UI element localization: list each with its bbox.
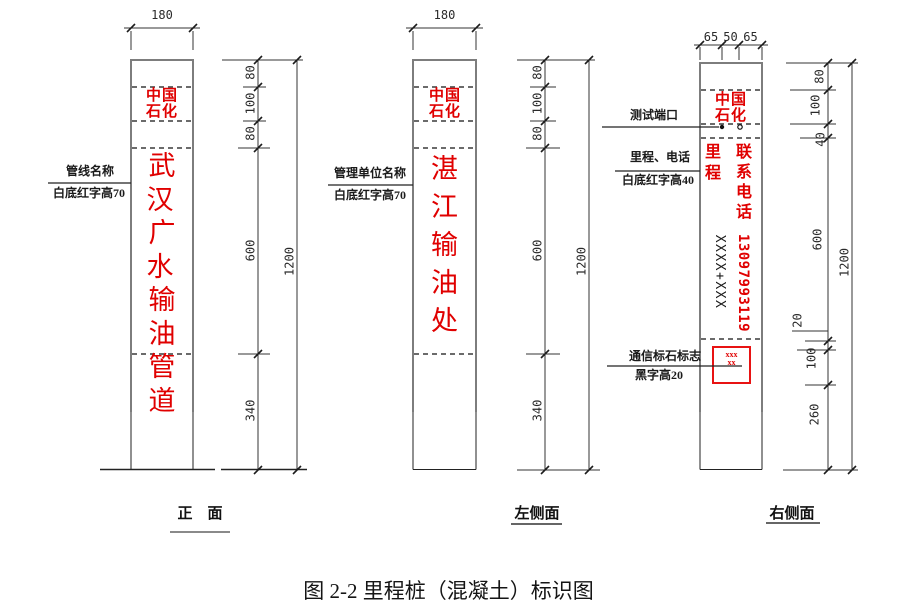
left-dim-total: 1200 — [574, 247, 589, 276]
figure-caption: 图 2-2 里程桩（混凝土）标识图 — [303, 579, 594, 603]
name-row: 油 — [148, 318, 176, 349]
logo-line2: 石化 — [145, 104, 178, 120]
left-view-title: 左侧面 — [514, 506, 560, 522]
marker-box-line1: xxx — [725, 350, 738, 359]
name-row: 输 — [148, 285, 176, 315]
name-row: 湛 — [431, 154, 458, 184]
phone-number: 13097993119 — [735, 233, 751, 333]
right-dim-100a: 100 — [808, 94, 823, 117]
right-dim-total: 1200 — [837, 248, 852, 277]
left-dim-100: 100 — [530, 92, 545, 115]
comm-marker-label-line2: 黑字高20 — [634, 368, 683, 382]
mileage-text: 里程 — [705, 144, 722, 182]
left-dim-600: 600 — [530, 239, 545, 262]
contact-text: 联系电话 — [736, 144, 753, 221]
logo-line1: 中国 — [714, 92, 747, 108]
front-dim-total: 1200 — [282, 247, 297, 276]
mileage-value: XXXX+XXX — [712, 234, 727, 310]
logo-line2: 石化 — [428, 104, 461, 120]
left-label-line2: 白底红字高70 — [333, 188, 406, 202]
mileage-phone-label-line1: 里程、电话 — [629, 150, 690, 164]
front-width-dim: 180 — [151, 8, 173, 22]
front-pipeline-name: 武汉 广水 输 油 管 道 — [131, 150, 193, 418]
front-label-line1: 管线名称 — [65, 164, 114, 178]
test-port-label: 测试端口 — [629, 108, 678, 122]
name-row: 输 — [431, 230, 458, 260]
right-top-dim-50: 50 — [723, 30, 738, 44]
comm-marker-label-line1: 通信标石标志 — [628, 349, 701, 363]
right-dim-20: 20 — [790, 313, 805, 328]
name-row: 武汉 — [146, 151, 180, 215]
right-dim-100b: 100 — [804, 347, 819, 370]
name-row: 油 — [431, 268, 458, 298]
front-view-title: 正 面 — [177, 506, 223, 522]
front-dim-100: 100 — [243, 92, 258, 115]
logo-line1: 中国 — [145, 88, 178, 104]
logo-line1: 中国 — [428, 88, 461, 104]
front-label-line2: 白底红字高70 — [52, 186, 125, 200]
mileage-phone-label-line2: 白底红字高40 — [621, 173, 694, 187]
left-unit-name: 湛 江 输 油 处 — [413, 150, 476, 340]
name-row: 处 — [431, 306, 458, 336]
left-dim-80a: 80 — [530, 65, 545, 80]
left-label-line1: 管理单位名称 — [333, 166, 406, 180]
name-row: 江 — [431, 192, 458, 222]
name-row: 道 — [148, 385, 176, 416]
left-sinopec-logo: 中国 石化 — [414, 88, 476, 120]
name-row: 广水 — [146, 218, 180, 282]
front-dim-80b: 80 — [243, 126, 258, 141]
marker-box-text: xxx xx — [714, 351, 749, 366]
right-top-dim-65a: 65 — [703, 30, 719, 44]
front-dim-80a: 80 — [243, 65, 258, 80]
left-width-dim: 180 — [433, 8, 456, 22]
right-dim-260: 260 — [807, 403, 822, 426]
left-dim-340: 340 — [530, 399, 545, 422]
left-dim-80b: 80 — [530, 126, 545, 141]
name-row: 管 — [148, 352, 176, 382]
logo-line2: 石化 — [714, 108, 747, 124]
right-sinopec-logo: 中国 石化 — [701, 92, 761, 124]
front-dim-340: 340 — [243, 399, 258, 422]
right-view-title: 右侧面 — [769, 506, 815, 522]
marker-box-line2: xx — [727, 357, 736, 367]
front-dim-600: 600 — [243, 239, 258, 262]
right-dim-600: 600 — [810, 228, 825, 251]
right-dim-40: 40 — [813, 132, 828, 147]
right-top-dim-65b: 65 — [743, 30, 758, 44]
front-sinopec-logo: 中国 石化 — [132, 88, 192, 120]
